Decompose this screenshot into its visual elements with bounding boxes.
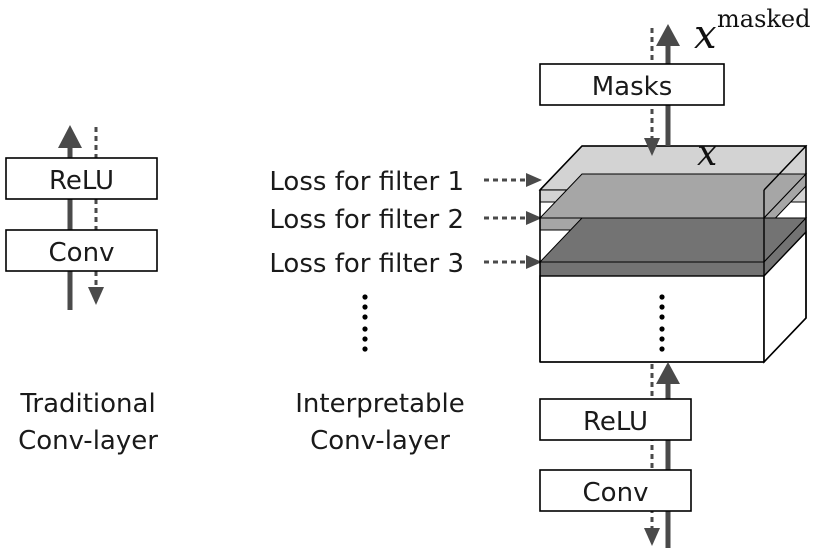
- vertical-ellipsis: [362, 294, 368, 352]
- loss-arrow-3-head: [526, 255, 542, 269]
- conv-box: [5, 229, 158, 272]
- loss-arrow-1-head: [526, 173, 542, 187]
- interpretable-caption-line1: Interpretable: [295, 389, 465, 419]
- relu-box-right: [539, 398, 692, 441]
- block-top-edge: [763, 145, 807, 191]
- loss-labels: Loss for filter 1 Loss for filter 2 Loss…: [269, 167, 542, 456]
- forward-arrow-lower-head: [656, 362, 680, 384]
- interpretable-conv-block: ReLU Conv Masks x x masked: [538, 5, 811, 548]
- conv-box-right: [539, 469, 692, 512]
- ellipsis-dot: [659, 314, 665, 320]
- traditional-caption-line1: Traditional: [19, 389, 155, 419]
- block-ellipsis: [659, 294, 665, 352]
- loss-filter-1-label: Loss for filter 1: [269, 167, 464, 197]
- forward-arrow-upper-head: [656, 24, 680, 46]
- ellipsis-dot: [659, 336, 665, 342]
- backward-arrow-head: [88, 287, 104, 305]
- ellipsis-dot: [362, 346, 368, 352]
- ellipsis-dot: [659, 326, 665, 332]
- relu-box: [5, 157, 158, 200]
- filter-3-front: [539, 261, 765, 277]
- loss-arrow-2-head: [526, 211, 542, 225]
- backward-arrow-upper-head: [644, 138, 660, 156]
- loss-filter-2-label: Loss for filter 2: [269, 205, 464, 235]
- ellipsis-dot: [659, 294, 665, 300]
- x-symbol: x: [697, 133, 717, 174]
- relu-label: ReLU: [49, 166, 114, 196]
- relu-label-right: ReLU: [583, 407, 648, 437]
- masks-box: [539, 63, 725, 106]
- conv-label-right: Conv: [583, 478, 649, 508]
- filter-2-top: [538, 173, 808, 219]
- ellipsis-dot: [659, 346, 665, 352]
- x-masked-superscript: masked: [717, 5, 811, 33]
- traditional-caption-line2: Conv-layer: [18, 426, 158, 456]
- ellipsis-dot: [362, 304, 368, 310]
- masks-label: Masks: [592, 72, 673, 102]
- ellipsis-dot: [362, 294, 368, 300]
- conv-label: Conv: [49, 238, 115, 268]
- ellipsis-dot: [362, 314, 368, 320]
- backward-arrow-lower-head: [644, 528, 660, 546]
- forward-arrow-head: [58, 125, 82, 148]
- filter-3-top: [538, 217, 808, 263]
- ellipsis-dot: [362, 336, 368, 342]
- x-masked-base: x: [694, 12, 717, 58]
- traditional-conv-layer: ReLU Conv Traditional Conv-layer: [5, 125, 158, 456]
- interpretable-caption-line2: Conv-layer: [310, 426, 450, 456]
- loss-filter-3-label: Loss for filter 3: [269, 249, 464, 279]
- ellipsis-dot: [659, 304, 665, 310]
- ellipsis-dot: [362, 326, 368, 332]
- block-front-lower: [539, 275, 765, 363]
